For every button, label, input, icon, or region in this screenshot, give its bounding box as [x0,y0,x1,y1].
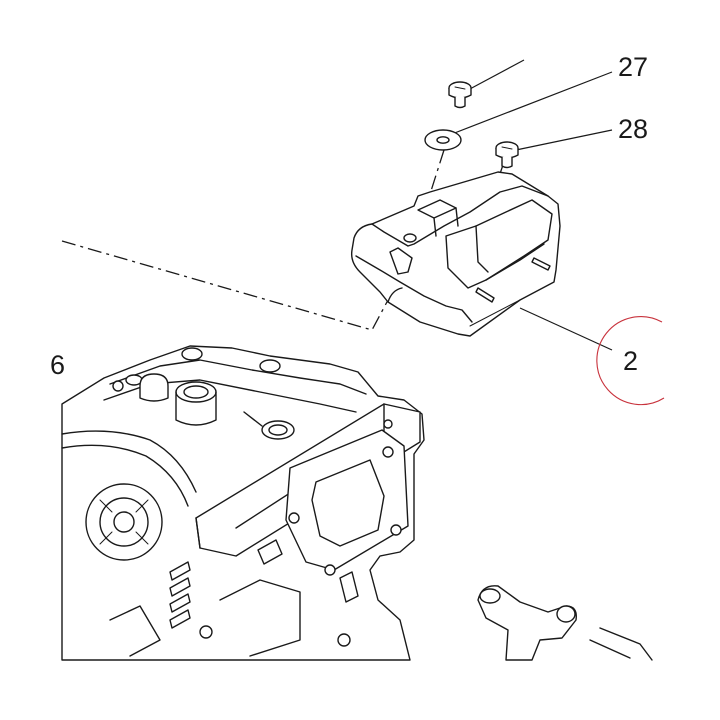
washer-part [424,129,462,151]
cover-part-2 [350,171,561,337]
dash-dot-routing-line [61,240,389,331]
screw-part-28 [495,141,519,169]
callout-label-2: 2 [623,346,639,376]
leader-2 [519,307,613,351]
leader-top-screw [467,59,525,91]
engine-head-assembly [61,345,425,661]
callout-label-27: 27 [618,52,649,82]
coolant-pipe-part [477,585,653,661]
screw-part-top [448,81,472,109]
leader-lines [451,59,613,351]
highlight-circle-mark [596,316,665,406]
leader-28 [515,129,613,151]
leader-27 [451,71,613,135]
callout-label-28: 28 [618,114,649,144]
callout-label-partial: 6 [50,350,66,380]
